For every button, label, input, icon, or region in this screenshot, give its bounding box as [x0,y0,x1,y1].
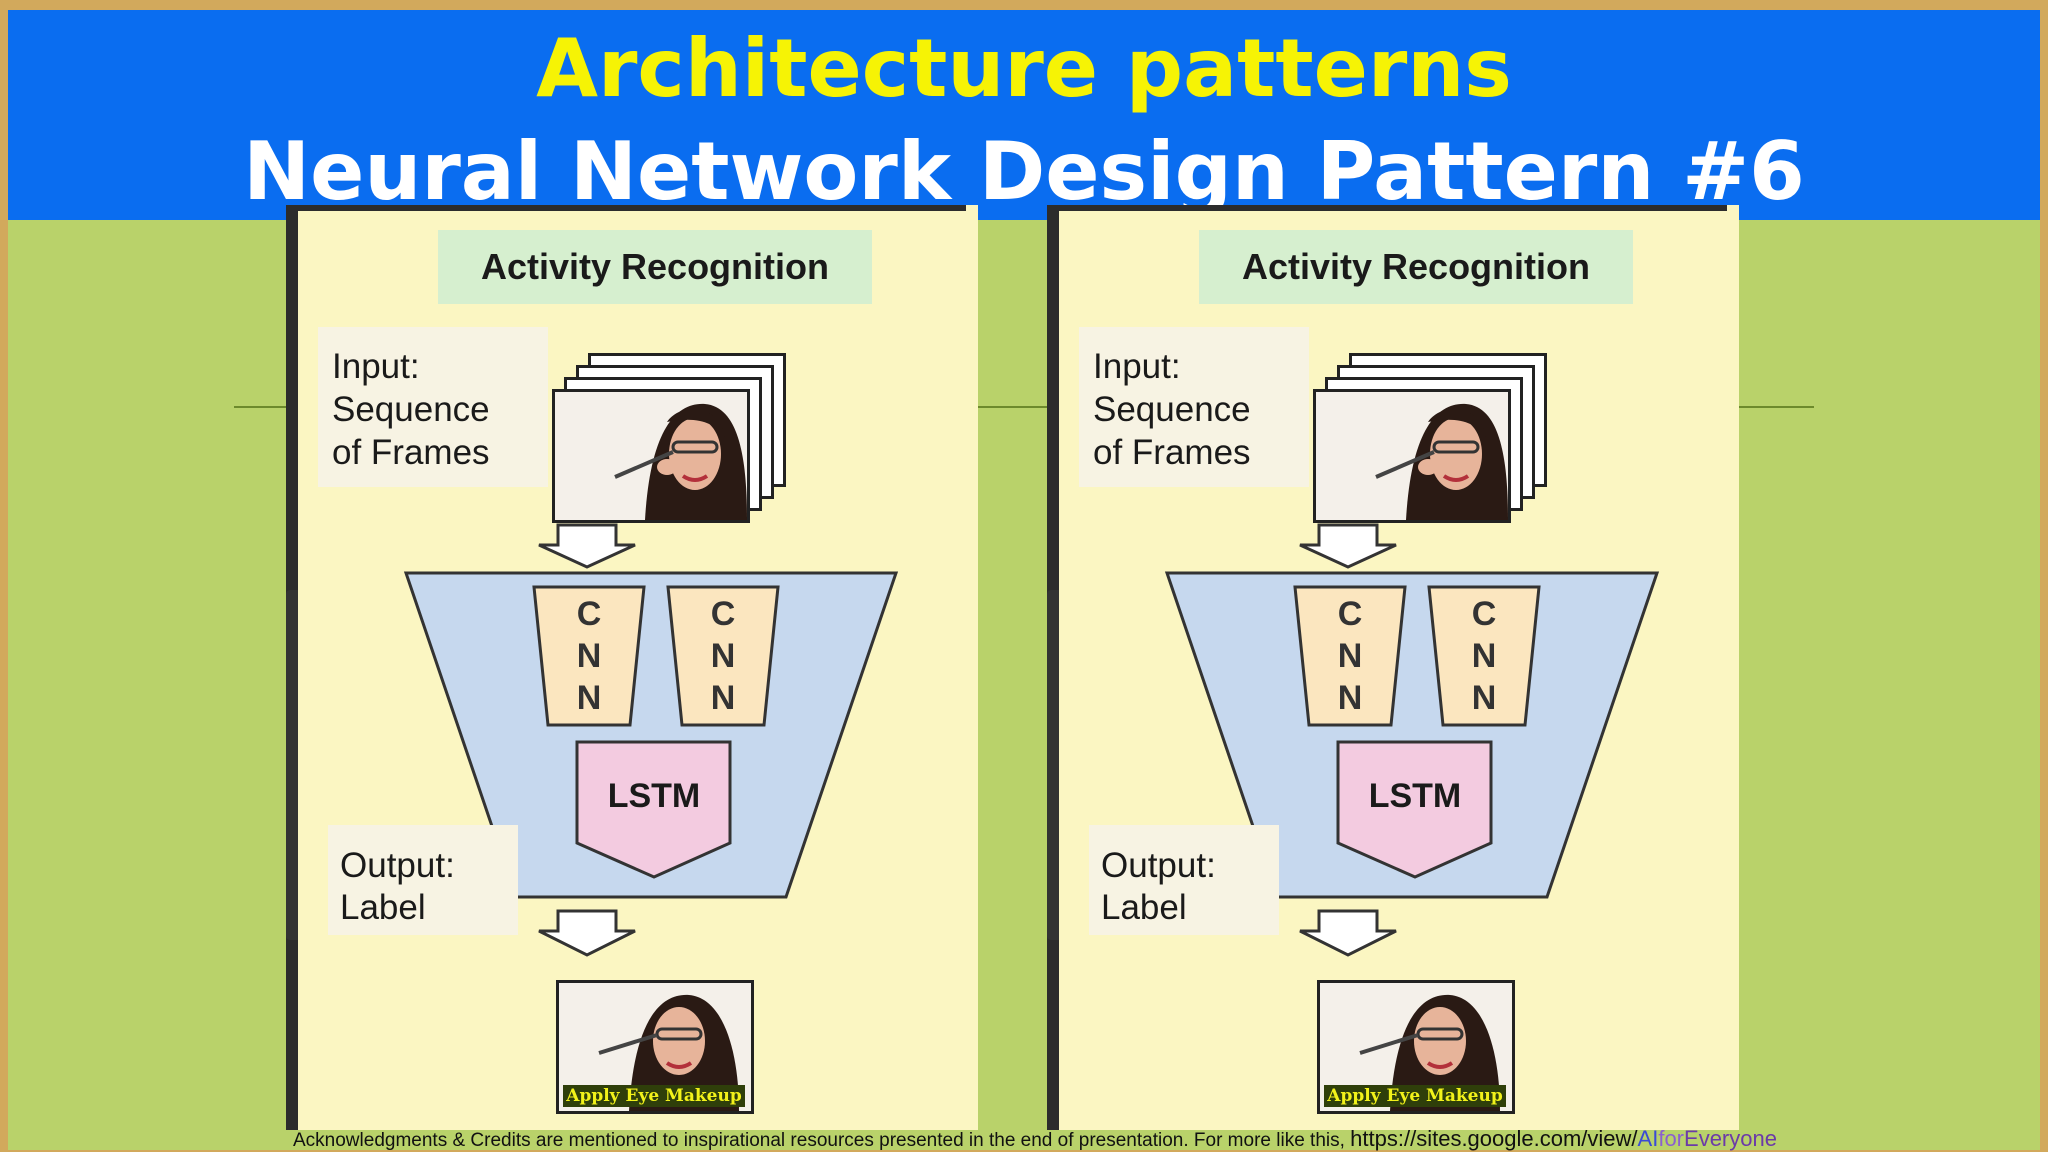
cnn-label-left: C N N [1337,595,1363,717]
woman-photo-icon [1316,392,1508,520]
funnel-shape [1164,571,1660,899]
output-label-line: Output: [1101,846,1216,885]
input-label-text: Input: Sequence of Frames [332,345,490,474]
footer-text: Acknowledgments & Credits are mentioned … [293,1130,1351,1151]
divider-line-left [234,406,298,408]
lstm-block [1336,740,1493,879]
input-label-line: Input: [332,347,420,386]
activity-caption: Apply Eye Makeup [563,1085,745,1107]
footer-link-base: https://sites.google.com/view/ [1350,1126,1638,1151]
cnn-block-right [666,585,780,727]
footer-link-everyone: Everyone [1684,1126,1777,1151]
output-label-text: Output: Label [1101,845,1216,929]
woman-photo-icon [555,392,747,520]
input-label-line: Input: [1093,347,1181,386]
input-label-line: Sequence [1093,390,1251,429]
input-label-line: Sequence [332,390,490,429]
footer-link[interactable]: https://sites.google.com/view/AIforEvery… [1350,1126,1777,1151]
lstm-block [575,740,732,879]
cnn-label-right: C N N [710,595,736,717]
cnn-label-right: C N N [1471,595,1497,717]
output-label-line: Label [1101,888,1187,927]
output-frame-image: Apply Eye Makeup [1317,980,1515,1114]
title-band [8,10,2040,220]
panel-left-top-border [286,205,966,211]
footer-link-for: for [1658,1126,1685,1151]
cnn-block-left [532,585,646,727]
cnn-lstm-diagram [1164,523,1660,957]
slide-subtitle: Neural Network Design Pattern #6 [243,125,1805,218]
footer-link-ai: AI [1637,1126,1659,1151]
panel-right-top-border [1047,205,1727,211]
input-label-text: Input: Sequence of Frames [1093,345,1251,474]
down-arrow-icon [538,909,636,957]
output-label-line: Output: [340,846,455,885]
divider-line-middle [962,406,1048,408]
input-label-box: Input: Sequence of Frames [1079,327,1309,487]
panel-heading: Activity Recognition [1199,230,1633,304]
cnn-label-left: C N N [576,595,602,717]
divider-line-right [1724,406,1814,408]
input-frame-image [552,389,750,523]
down-arrow-icon [1299,523,1397,569]
lstm-label: LSTM [607,777,701,815]
output-frame-image: Apply Eye Makeup [556,980,754,1114]
cnn-block-right [1427,585,1541,727]
output-label-box: Output: Label [1089,825,1279,935]
cnn-lstm-diagram [403,523,899,957]
funnel-shape [403,571,899,899]
activity-recognition-panel-right: Activity Recognition Input: Sequence of … [1059,205,1739,1130]
slide-title: Architecture patterns [536,22,1512,115]
down-arrow-icon [1299,909,1397,957]
footer-credits: Acknowledgments & Credits are mentioned … [293,1126,1777,1152]
output-label-text: Output: Label [340,845,455,929]
activity-recognition-panel-left: Activity Recognition Input: Sequence of … [298,205,978,1130]
output-label-line: Label [340,888,426,927]
input-label-line: of Frames [1093,433,1251,472]
input-label-line: of Frames [332,433,490,472]
cnn-block-left [1293,585,1407,727]
output-label-box: Output: Label [328,825,518,935]
input-frame-image [1313,389,1511,523]
lstm-label: LSTM [1368,777,1462,815]
down-arrow-icon [538,523,636,569]
panel-heading: Activity Recognition [438,230,872,304]
activity-caption: Apply Eye Makeup [1324,1085,1506,1107]
input-label-box: Input: Sequence of Frames [318,327,548,487]
